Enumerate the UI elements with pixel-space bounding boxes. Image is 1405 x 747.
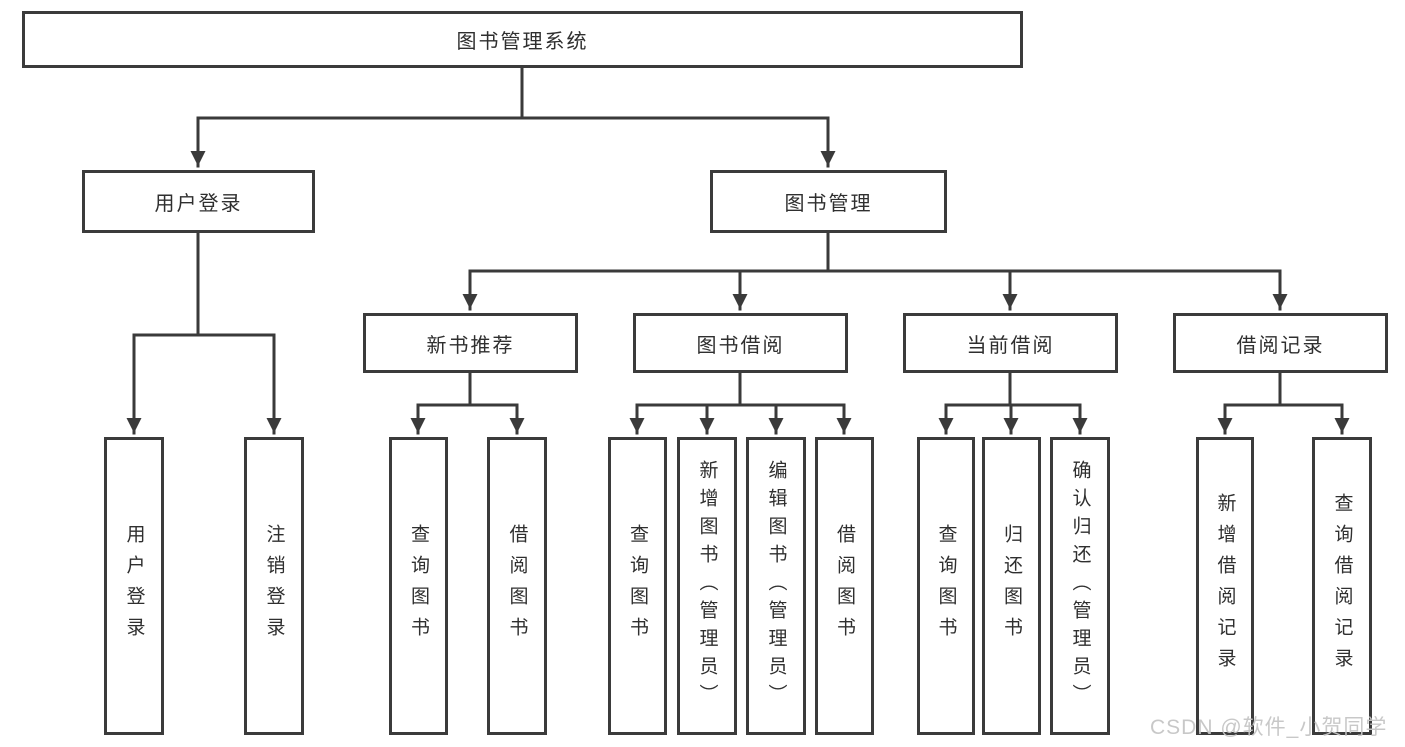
node-leaf-user-login: 用户登录 [104,437,164,735]
node-leaf-br-query: 查询借阅记录 [1312,437,1372,735]
node-book-borrow-label: 图书借阅 [696,334,785,357]
connector-book-mgmt-children [462,231,1288,311]
node-leaf-cb-query: 查询图书 [917,437,975,735]
node-leaf-bb-add-label: 新增图书（管理员） [696,460,718,712]
connector-current-borrow-children [938,371,1088,435]
node-leaf-bb-borrow: 借阅图书 [815,437,874,735]
node-leaf-bb-borrow-label: 借阅图书 [834,524,855,648]
node-leaf-br-add-label: 新增借阅记录 [1214,493,1236,679]
node-book-borrow: 图书借阅 [633,313,848,373]
node-leaf-br-query-label: 查询借阅记录 [1331,493,1353,679]
node-borrow-records-label: 借阅记录 [1236,334,1325,357]
node-leaf-user-login-label: 用户登录 [123,524,145,648]
node-leaf-nb-query-label: 查询图书 [408,524,429,648]
node-leaf-bb-add: 新增图书（管理员） [677,437,737,735]
node-new-books: 新书推荐 [363,313,578,373]
node-leaf-cb-return-label: 归还图书 [1001,524,1022,648]
node-borrow-records: 借阅记录 [1173,313,1388,373]
node-leaf-bb-edit-label: 编辑图书（管理员） [765,460,787,712]
node-leaf-cb-confirm: 确认归还（管理员） [1050,437,1110,735]
node-new-books-label: 新书推荐 [426,334,515,357]
node-user-login: 用户登录 [82,170,315,233]
node-leaf-nb-borrow: 借阅图书 [487,437,547,735]
node-leaf-cb-return: 归还图书 [982,437,1041,735]
node-root-label: 图书管理系统 [456,31,589,53]
connector-book-borrow-children [629,371,852,435]
node-leaf-br-add: 新增借阅记录 [1196,437,1254,735]
node-leaf-logout: 注销登录 [244,437,304,735]
connector-root-to-level2 [190,66,836,168]
node-leaf-cb-query-label: 查询图书 [935,524,957,648]
node-leaf-nb-query: 查询图书 [389,437,448,735]
watermark: CSDN @软件_小贺同学 [1150,716,1388,739]
node-leaf-bb-edit: 编辑图书（管理员） [746,437,806,735]
node-current-borrow-label: 当前借阅 [966,334,1055,357]
node-root: 图书管理系统 [22,11,1023,68]
connector-user-login-children [126,231,282,435]
node-leaf-bb-query-label: 查询图书 [627,524,648,648]
node-current-borrow: 当前借阅 [903,313,1118,373]
connector-new-books-children [410,371,525,435]
node-leaf-nb-borrow-label: 借阅图书 [506,524,528,648]
node-book-mgmt-label: 图书管理 [784,193,873,215]
node-user-login-label: 用户登录 [154,193,243,215]
connector-borrow-records-children [1217,371,1350,435]
node-book-mgmt: 图书管理 [710,170,947,233]
node-leaf-bb-query: 查询图书 [608,437,667,735]
node-leaf-cb-confirm-label: 确认归还（管理员） [1069,460,1091,712]
node-leaf-logout-label: 注销登录 [263,524,285,648]
